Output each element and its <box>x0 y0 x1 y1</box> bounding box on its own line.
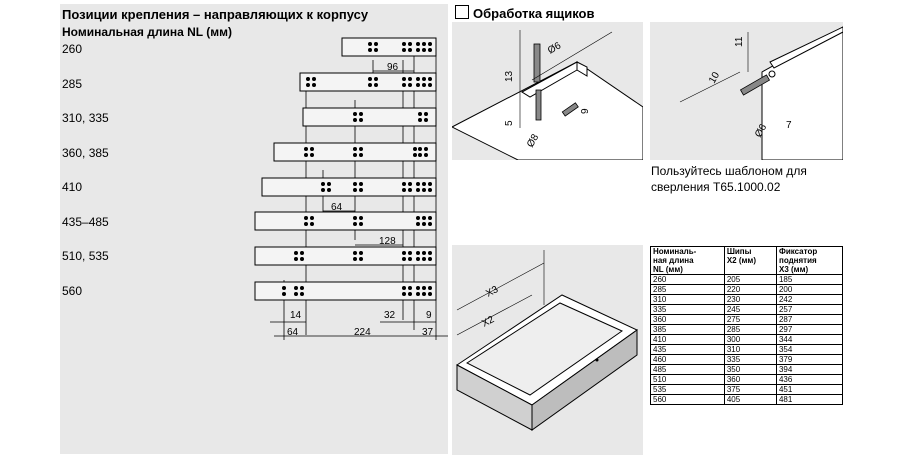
table-cell: 287 <box>775 314 844 325</box>
table-cell: 257 <box>775 304 844 315</box>
table-cell: 510 <box>650 374 725 385</box>
row-label-510: 510, 535 <box>62 249 109 263</box>
x2-label: X2 <box>480 314 496 330</box>
template-note: Пользуйтесь шаблоном для сверления Т65.1… <box>651 164 807 194</box>
table-cell: 230 <box>723 294 777 305</box>
table-cell: 285 <box>723 324 777 335</box>
table-cell: 451 <box>775 384 844 395</box>
front-drilling-drawing: 13 Ø6 5 Ø8 9 <box>452 30 643 160</box>
table-cell: 260 <box>650 274 725 285</box>
table-cell: 300 <box>723 334 777 345</box>
table-cell: 360 <box>650 314 725 325</box>
dim-37: 37 <box>422 327 434 338</box>
dim-32: 32 <box>384 310 396 321</box>
table-cell: 335 <box>650 304 725 315</box>
table-cell: 310 <box>723 344 777 355</box>
table-cell: 185 <box>775 274 844 285</box>
table-cell: 310 <box>650 294 725 305</box>
table-cell: 379 <box>775 354 844 365</box>
dim-96: 96 <box>387 62 399 73</box>
table-cell: 360 <box>723 374 777 385</box>
dim-11: 11 <box>734 36 745 47</box>
table-cell: 205 <box>723 274 777 285</box>
dim-128: 128 <box>379 236 396 247</box>
table-cell: 560 <box>650 394 725 405</box>
table-cell: 354 <box>775 344 844 355</box>
table-cell: 242 <box>775 294 844 305</box>
dim-14: 14 <box>290 310 302 321</box>
row-label-435: 435–485 <box>62 215 109 229</box>
table-cell: 350 <box>723 364 777 375</box>
table-cell: 535 <box>650 384 725 395</box>
row-label-410: 410 <box>62 180 83 194</box>
drawer-icon <box>455 5 469 19</box>
table-cell: 481 <box>775 394 844 405</box>
row-label-560: 560 <box>62 284 83 298</box>
table-cell: 460 <box>650 354 725 365</box>
dim-64-top: 64 <box>331 202 343 213</box>
dim-9-front: 9 <box>580 108 591 114</box>
drawer-isometric-drawing: X3 X2 <box>456 250 638 431</box>
dim-224: 224 <box>354 327 371 338</box>
table-cell: 220 <box>723 284 777 295</box>
table-cell: 200 <box>775 284 844 295</box>
table-cell: 344 <box>775 334 844 345</box>
row-label-310: 310, 335 <box>62 111 109 125</box>
dim-5: 5 <box>504 120 515 126</box>
table-cell: 435 <box>650 344 725 355</box>
nominal-length-label: Номинальная длина NL (мм) <box>62 25 233 39</box>
row-label-360: 360, 385 <box>62 146 109 160</box>
row-label-260: 260 <box>62 42 83 56</box>
table-cell: 375 <box>723 384 777 395</box>
table-cell: 297 <box>775 324 844 335</box>
dim-64-bottom: 64 <box>287 327 299 338</box>
dim-7: 7 <box>786 120 792 131</box>
dim-9: 9 <box>426 310 432 321</box>
table-cell: 485 <box>650 364 725 375</box>
row-label-285: 285 <box>62 77 83 91</box>
table-cell: 335 <box>723 354 777 365</box>
table-cell: 405 <box>723 394 777 405</box>
table-cell: 410 <box>650 334 725 345</box>
dim-10: 10 <box>707 70 722 86</box>
table-cell: 285 <box>650 284 725 295</box>
drawer-processing-title: Обработка ящиков <box>455 5 595 21</box>
slide-positions-title: Позиции крепления – направляющих к корпу… <box>62 7 369 22</box>
table-cell: 394 <box>775 364 844 375</box>
table-cell: 245 <box>723 304 777 315</box>
dim-13: 13 <box>504 70 515 82</box>
x3-label: X3 <box>484 284 500 300</box>
table-cell: 275 <box>723 314 777 325</box>
side-drilling-drawing: 11 10 Ø6 7 <box>679 26 843 160</box>
dim-d6: Ø6 <box>546 40 563 56</box>
table-cell: 436 <box>775 374 844 385</box>
slide-positions-diagram: 96 64 128 14 32 9 64 224 37 <box>254 37 448 340</box>
table-cell: 385 <box>650 324 725 335</box>
